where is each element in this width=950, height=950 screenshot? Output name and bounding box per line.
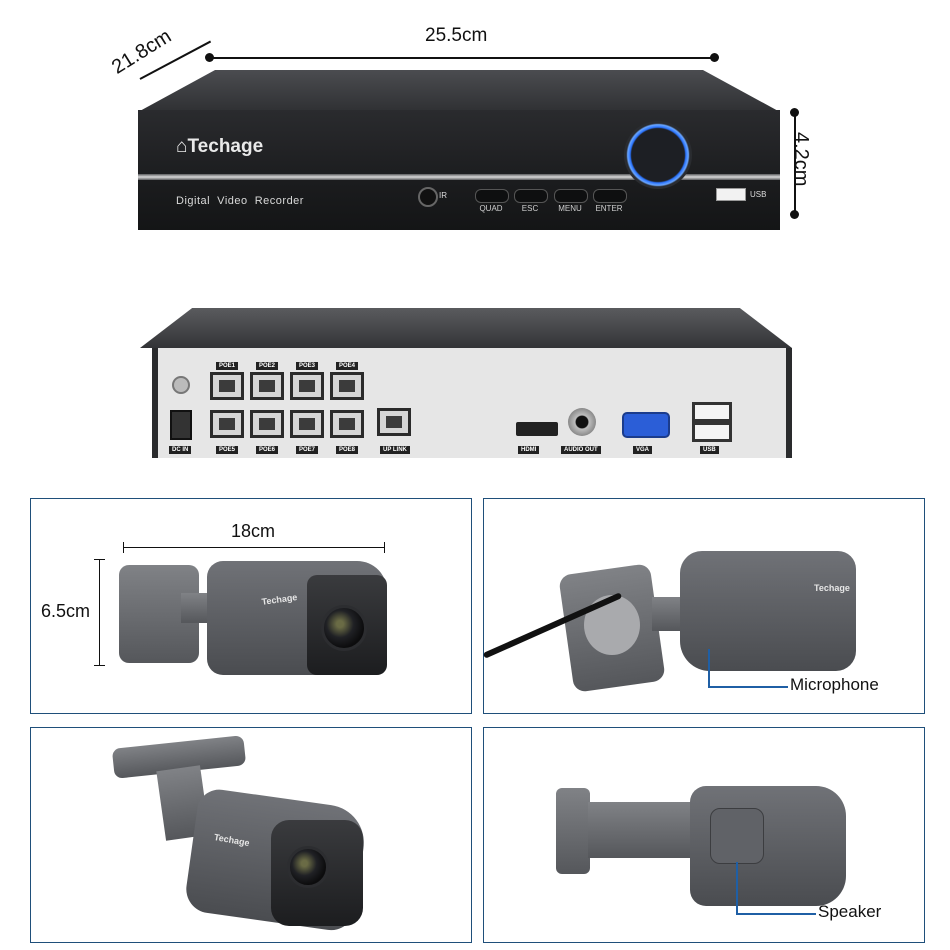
quad-button[interactable] xyxy=(475,189,509,203)
poe1-label: POE1 xyxy=(216,362,239,370)
height-dimension-end-bottom xyxy=(790,210,799,219)
wall-plate xyxy=(556,788,590,874)
nvr-front-strip xyxy=(138,174,780,180)
poe2-port xyxy=(250,372,284,400)
camera-height-tick-bottom xyxy=(94,665,105,666)
audio-out-label: AUDIO OUT xyxy=(561,446,601,454)
camera-length-tick-left xyxy=(123,542,124,553)
height-dimension-line xyxy=(794,112,796,214)
vga-port xyxy=(622,412,670,438)
speaker-grille-icon xyxy=(710,808,764,864)
audio-out-port xyxy=(568,408,596,436)
product-subtitle: Digital Video Recorder xyxy=(176,195,304,207)
enter-button-label: ENTER xyxy=(595,204,623,213)
ir-label: IR xyxy=(439,191,447,200)
ground-screw-icon xyxy=(172,376,190,394)
poe6-label: POE6 xyxy=(256,446,279,454)
microphone-callout-horizontal xyxy=(708,686,788,688)
camera-length-label: 18cm xyxy=(231,521,276,541)
camera-length-tick-right xyxy=(384,542,385,553)
height-dimension-end-top xyxy=(790,108,799,117)
nvr-top-lid xyxy=(138,70,780,112)
home-logo-icon: ⌂ xyxy=(176,136,188,157)
brand-name: Techage xyxy=(187,136,264,157)
power-button[interactable] xyxy=(624,121,692,189)
dc-in-label: DC IN xyxy=(169,446,192,454)
poe6-port xyxy=(250,410,284,438)
rear-usb-label: USB xyxy=(700,446,719,454)
ir-sensor-icon xyxy=(418,187,438,207)
poe2-label: POE2 xyxy=(256,362,279,370)
menu-button-label: MENU xyxy=(558,204,582,213)
poe4-port xyxy=(330,372,364,400)
poe5-label: POE5 xyxy=(216,446,239,454)
poe8-label: POE8 xyxy=(336,446,359,454)
esc-button-label: ESC xyxy=(521,204,539,213)
camera-height-label: 6.5cm xyxy=(41,601,91,621)
camera-lens xyxy=(287,846,329,888)
enter-button[interactable] xyxy=(593,189,627,203)
uplink-port xyxy=(377,408,411,436)
camera-body xyxy=(680,551,856,671)
camera-lens xyxy=(321,605,367,651)
brand-logo: ⌂Techage xyxy=(176,136,263,158)
nvr-width-label: 25.5cm xyxy=(425,25,488,46)
nvr-back-view: DC IN POE1 POE2 POE3 POE4 POE5 POE6 POE7… xyxy=(140,308,792,458)
poe3-label: POE3 xyxy=(296,362,319,370)
speaker-callout-vertical xyxy=(736,862,738,914)
front-usb-label: USB xyxy=(750,190,767,199)
speaker-panel: Speaker xyxy=(483,727,925,943)
poe7-port xyxy=(290,410,324,438)
nvr-back-lid xyxy=(140,308,792,348)
esc-button[interactable] xyxy=(514,189,548,203)
poe1-port xyxy=(210,372,244,400)
camera-height-tick-top xyxy=(94,559,105,560)
front-usb-port xyxy=(716,188,746,201)
camera-dimensions-panel: 18cm 6.5cm Techage xyxy=(30,498,472,714)
uplink-label: UP LINK xyxy=(380,446,410,454)
vga-label: VGA xyxy=(633,446,653,454)
width-dimension-line xyxy=(210,57,715,59)
width-dimension-end-right xyxy=(710,53,719,62)
microphone-callout-vertical xyxy=(708,649,710,687)
poe3-port xyxy=(290,372,324,400)
camera-angle-panel: Techage xyxy=(30,727,472,943)
microphone-panel: Techage Microphone xyxy=(482,498,925,714)
camera-arm xyxy=(588,802,692,858)
nvr-height-label: 4.2cm xyxy=(790,132,812,187)
poe8-port xyxy=(330,410,364,438)
poe7-label: POE7 xyxy=(296,446,319,454)
speaker-label: Speaker xyxy=(818,902,882,921)
camera-brand-label: Techage xyxy=(814,583,850,593)
poe5-port xyxy=(210,410,244,438)
hdmi-port xyxy=(516,422,558,436)
microphone-label: Microphone xyxy=(790,675,879,694)
quad-button-label: QUAD xyxy=(479,204,503,213)
camera-length-line xyxy=(123,547,385,548)
width-dimension-end-left xyxy=(205,53,214,62)
speaker-callout-horizontal xyxy=(736,913,816,915)
dc-in-port xyxy=(170,410,192,440)
rear-usb-port-2 xyxy=(692,422,732,442)
rear-usb-port-1 xyxy=(692,402,732,422)
camera-height-line xyxy=(99,559,100,665)
nvr-front-view: ⌂Techage Digital Video Recorder IR QUAD … xyxy=(138,70,780,230)
hdmi-label: HDMI xyxy=(518,446,540,454)
poe4-label: POE4 xyxy=(336,362,359,370)
menu-button[interactable] xyxy=(554,189,588,203)
